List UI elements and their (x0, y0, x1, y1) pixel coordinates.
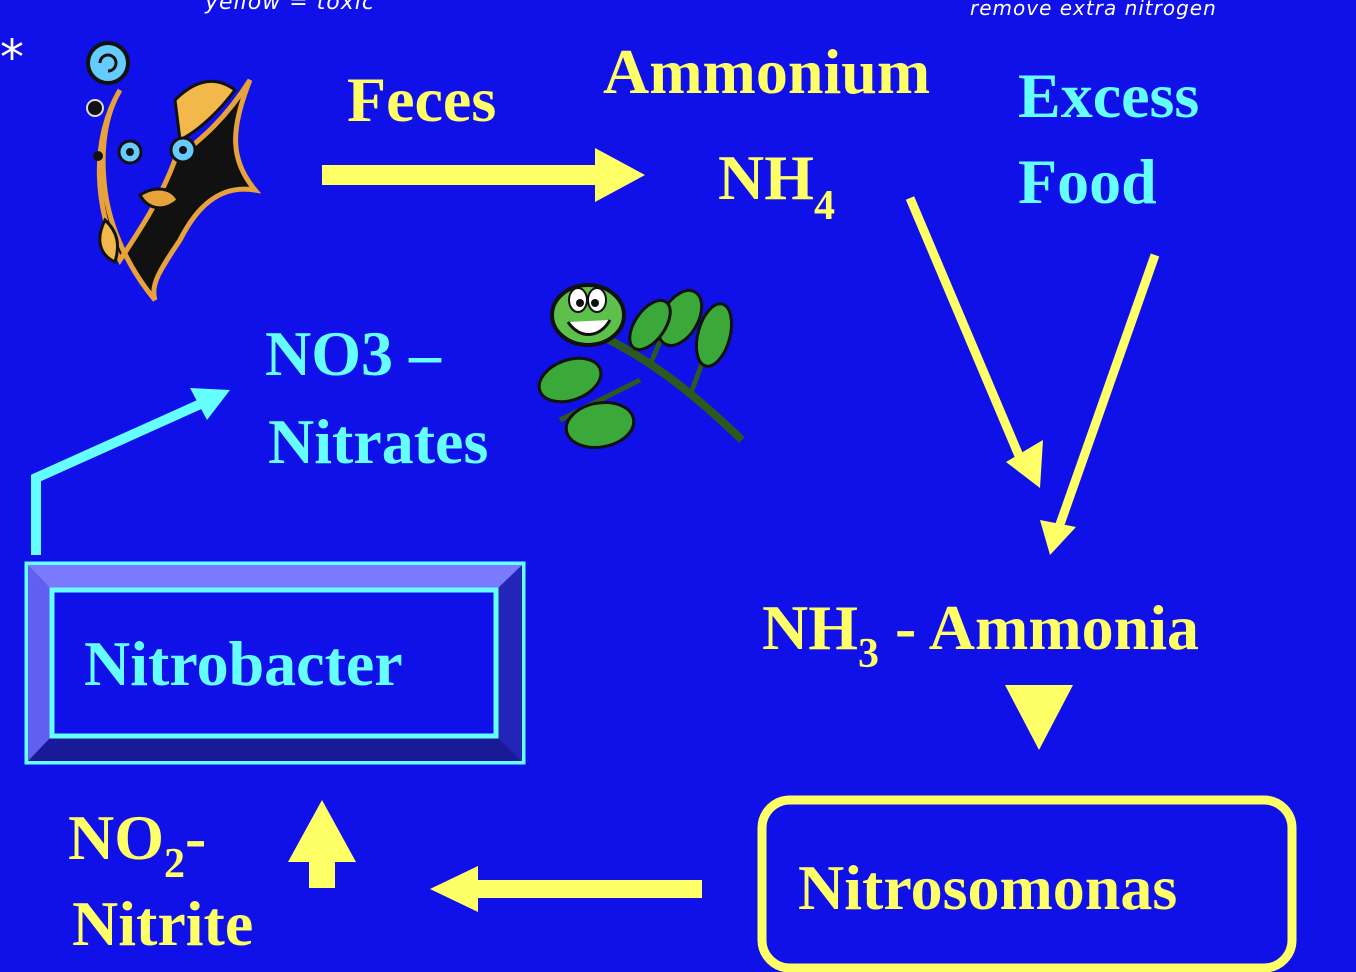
nitrosomonas-to-nitrite-arrow (430, 866, 702, 912)
annotation-star: * (0, 30, 25, 86)
excess-food-arrow (1040, 253, 1160, 555)
nitrosomonas-label: Nitrosomonas (798, 852, 1178, 923)
nitrobacter-to-nitrates-arrow (31, 388, 230, 555)
nitrobacter-box (24, 561, 526, 765)
ammonia-name: - Ammonia (879, 592, 1199, 663)
nitrite-up-arrow (288, 800, 356, 888)
annotation-nitrogen-note: remove extra nitrogen (970, 0, 1217, 20)
annotation-toxic-note: yellow = toxic (205, 0, 375, 15)
ammonium-to-ammonia-arrow (905, 196, 1043, 488)
ammonium-label: Ammonium (603, 36, 931, 107)
fish-icon (86, 41, 262, 302)
ammonia-label: NH3 - Ammonia (762, 596, 1199, 676)
nitrite-formula-dash: - (185, 802, 207, 873)
nitrite-formula: NO2- (68, 806, 206, 886)
ammonium-formula: NH4 (718, 146, 835, 228)
nitrate-formula-label: NO3 – (265, 318, 441, 389)
nitrosomonas-box (757, 795, 1297, 972)
feces-label: Feces (347, 64, 497, 135)
ammonium-formula-sub: 4 (814, 183, 835, 229)
ammonia-formula-base: NH (762, 592, 858, 663)
nitrite-formula-base: NO (68, 802, 164, 873)
nitrite-label: Nitrite (72, 888, 254, 959)
ammonia-formula-sub: 3 (858, 631, 879, 677)
feces-arrow (322, 148, 645, 202)
nitrobacter-label: Nitrobacter (84, 628, 403, 699)
ammonia-down-arrow (1005, 685, 1073, 750)
plant-icon (537, 283, 745, 449)
ammonium-formula-base: NH (718, 142, 814, 213)
excess-label: Excess (1018, 60, 1200, 131)
nitrite-formula-sub: 2 (164, 841, 185, 887)
food-label: Food (1018, 146, 1157, 217)
nitrates-label: Nitrates (268, 406, 489, 477)
